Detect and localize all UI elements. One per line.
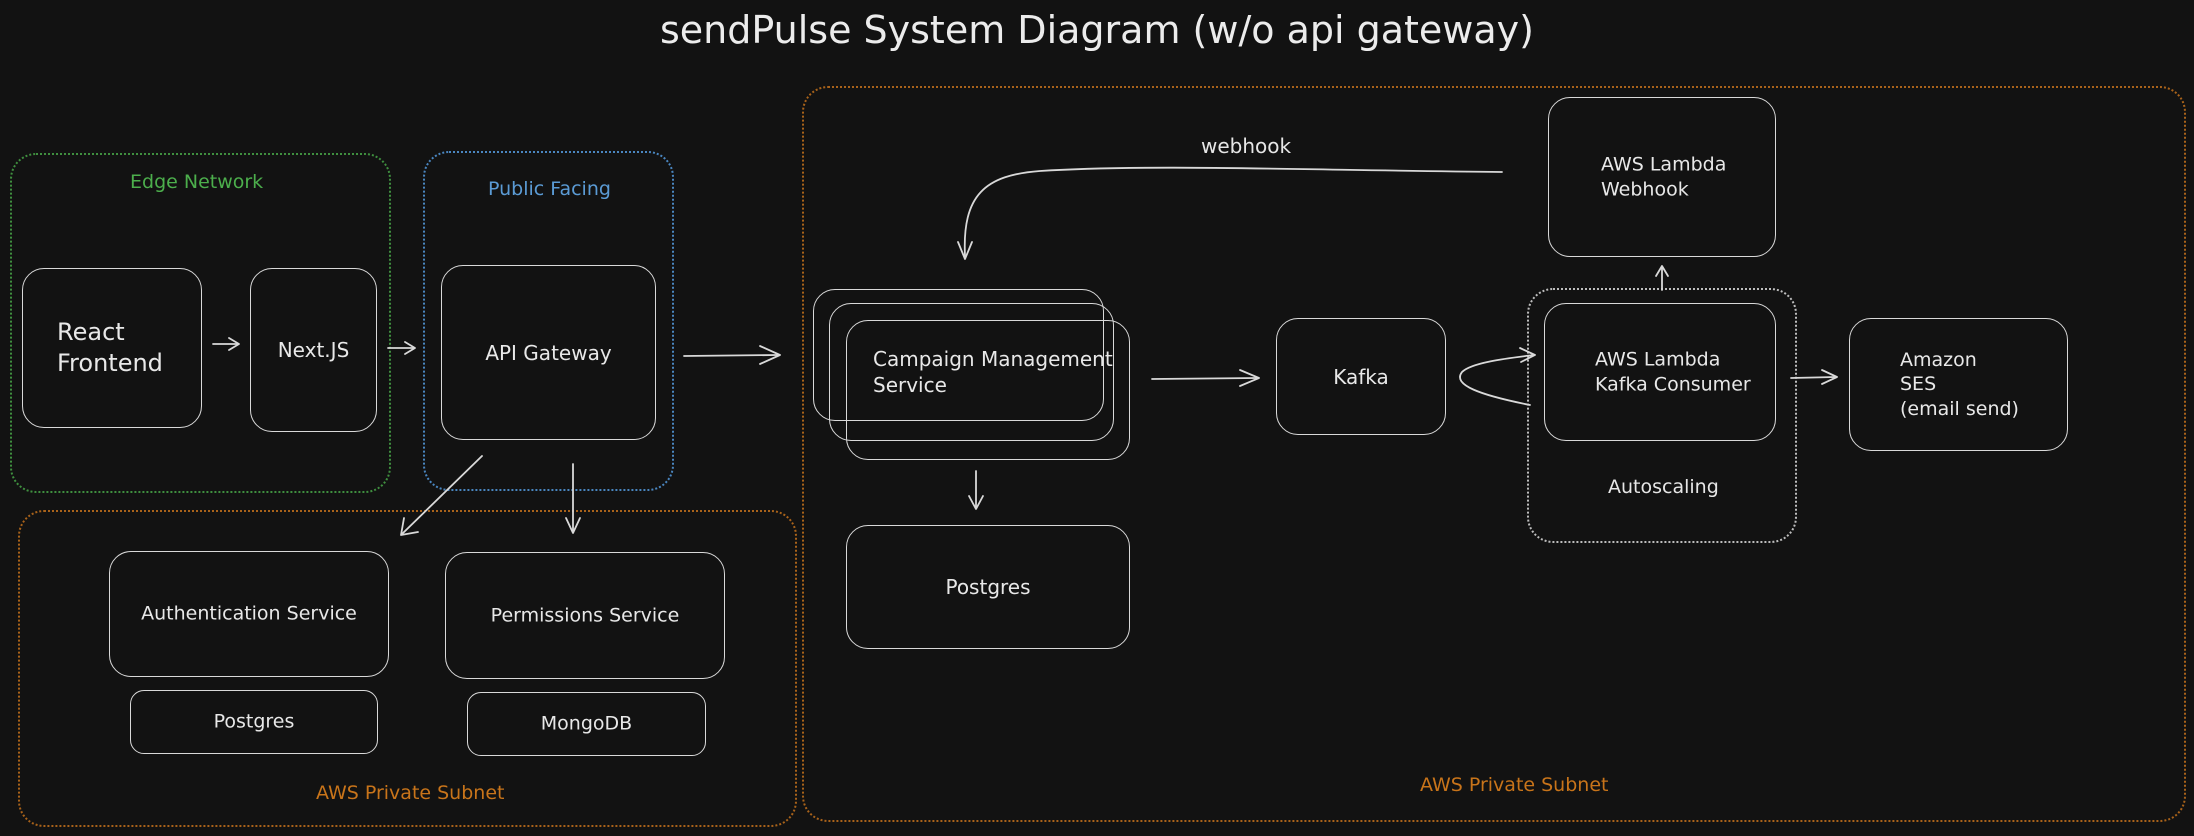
private-subnet-right-region xyxy=(802,86,2186,822)
auth-postgres-label: Postgres xyxy=(213,710,295,733)
amazon-ses-node: Amazon SES (email send) xyxy=(1849,318,2068,451)
arrow-webhook-to-campaign xyxy=(957,166,1503,260)
amazon-ses-label: Amazon SES (email send) xyxy=(1900,348,2019,420)
kafka-label: Kafka xyxy=(1333,364,1389,389)
react-frontend-label: React Frontend xyxy=(57,317,163,377)
arrow-api-gateway-to-permissions xyxy=(565,463,581,534)
campaign-service-instance-1 xyxy=(813,289,1104,421)
lambda-webhook-node: AWS Lambda Webhook xyxy=(1548,97,1776,257)
permissions-service-node: Permissions Service xyxy=(445,552,725,679)
lambda-kafka-consumer-node: AWS Lambda Kafka Consumer xyxy=(1544,303,1776,441)
arrow-kafka-to-lambda-consumer xyxy=(1459,347,1536,406)
mongodb-label: MongoDB xyxy=(540,712,633,735)
auth-service-label: Authentication Service xyxy=(141,602,357,625)
api-gateway-label: API Gateway xyxy=(485,340,612,365)
nextjs-label: Next.JS xyxy=(277,338,350,362)
mongodb-node: MongoDB xyxy=(467,692,706,756)
permissions-service-label: Permissions Service xyxy=(490,604,680,627)
webhook-edge-label: webhook xyxy=(1201,134,1292,158)
edge-network-label: Edge Network xyxy=(130,171,264,193)
api-gateway-node: API Gateway xyxy=(441,265,656,440)
campaign-service-label: Campaign Management Service xyxy=(873,347,1113,397)
auth-postgres-node: Postgres xyxy=(130,690,378,754)
diagram-title: sendPulse System Diagram (w/o api gatewa… xyxy=(660,8,1534,52)
react-frontend-node: React Frontend xyxy=(22,268,202,428)
lambda-kafka-consumer-label: AWS Lambda Kafka Consumer xyxy=(1595,348,1751,395)
autoscaling-label: Autoscaling xyxy=(1608,476,1719,498)
arrow-nextjs-to-api-gateway xyxy=(387,341,416,355)
public-facing-region xyxy=(423,151,674,491)
private-subnet-left-label: AWS Private Subnet xyxy=(316,782,505,804)
arrow-react-to-nextjs xyxy=(212,337,240,351)
arrow-lambda-consumer-to-webhook xyxy=(1655,265,1669,291)
campaign-service-instance-2 xyxy=(829,303,1114,441)
lambda-webhook-label: AWS Lambda Webhook xyxy=(1601,153,1727,200)
arrow-api-gateway-to-campaign xyxy=(683,345,781,365)
arrow-campaign-to-kafka xyxy=(1151,369,1260,387)
private-subnet-left-region xyxy=(18,510,797,827)
public-facing-label: Public Facing xyxy=(488,178,611,200)
campaign-service-instance-3 xyxy=(846,320,1130,460)
arrow-lambda-consumer-to-ses xyxy=(1790,369,1838,385)
nextjs-node: Next.JS xyxy=(250,268,377,432)
auth-service-node: Authentication Service xyxy=(109,551,389,677)
campaign-postgres-label: Postgres xyxy=(945,575,1031,599)
private-subnet-right-label: AWS Private Subnet xyxy=(1420,774,1609,796)
kafka-node: Kafka xyxy=(1276,318,1446,435)
arrow-campaign-to-postgres xyxy=(968,470,984,510)
edge-network-region xyxy=(10,153,391,493)
arrow-api-gateway-to-auth xyxy=(400,455,483,536)
campaign-postgres-node: Postgres xyxy=(846,525,1130,649)
